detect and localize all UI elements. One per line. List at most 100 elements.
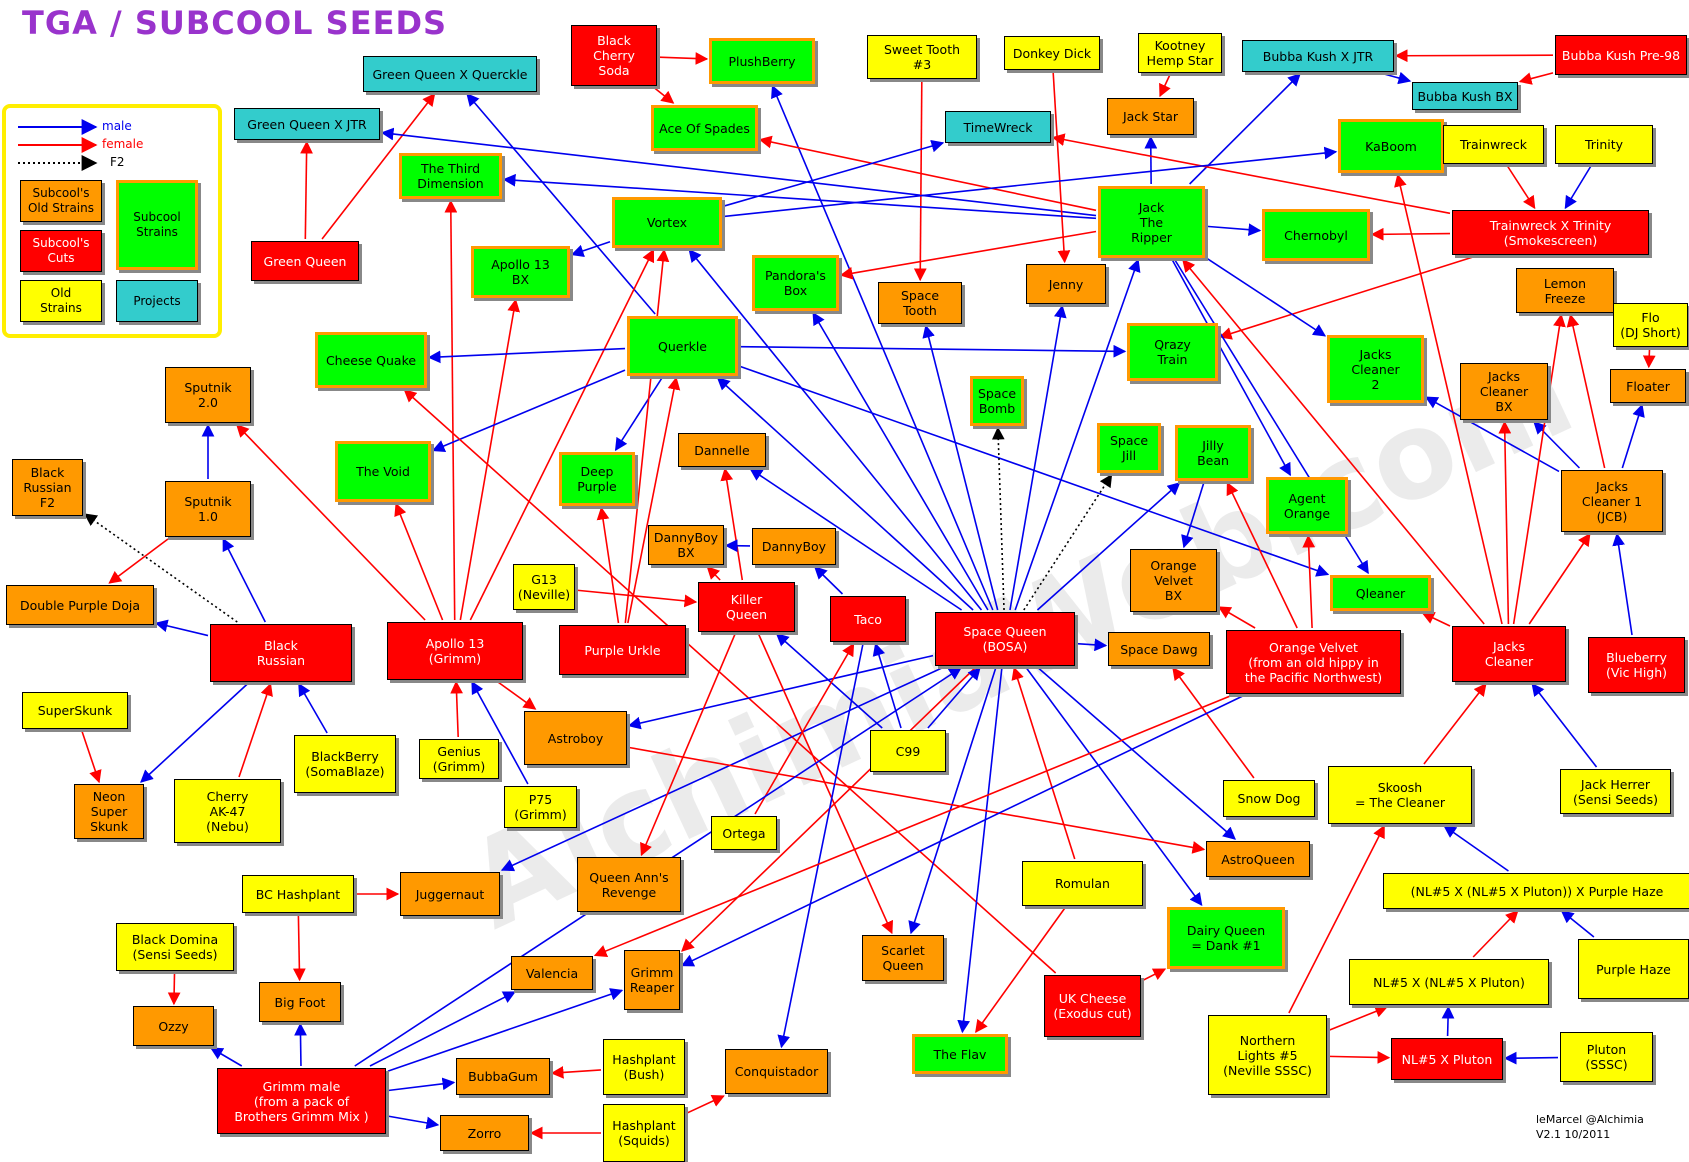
node-bkj: Bubba Kush X JTR <box>1242 40 1394 72</box>
edge-c99-to-sq <box>928 668 980 728</box>
edge-gq-to-gqj <box>305 142 306 239</box>
node-val: Valencia <box>511 956 593 990</box>
edge-br-to-nss <box>141 684 247 782</box>
edge-bkp-to-bkbx <box>1520 73 1553 82</box>
edge-plu-to-nlp <box>1505 1058 1558 1059</box>
edge-sp1-to-dpd <box>109 539 168 583</box>
edge-nlph-to-sk <box>1444 826 1508 871</box>
edge-bcs-to-aos <box>655 88 674 103</box>
edge-flo-to-flt <box>1649 349 1650 367</box>
node-qt: Qrazy Train <box>1127 323 1218 381</box>
node-oz: Ozzy <box>133 1006 214 1046</box>
node-js: Jack Star <box>1107 98 1194 135</box>
edge-que-to-dp <box>616 378 662 450</box>
edge-a13-to-ttd <box>451 201 455 620</box>
node-dpd: Double Purple Doja <box>6 585 154 625</box>
node-c99: C99 <box>870 730 946 772</box>
node-jcbx: Jacks Cleaner BX <box>1460 363 1548 420</box>
node-khs: Kootney Hemp Star <box>1138 33 1222 73</box>
node-que: Querkle <box>627 316 738 376</box>
node-zor: Zorro <box>440 1115 529 1151</box>
node-vor: Vortex <box>612 197 722 248</box>
node-br: Black Russian <box>210 624 352 682</box>
edge-bkj-to-bkbx <box>1384 74 1410 81</box>
node-gen: Genius (Grimm) <box>419 739 499 779</box>
node-sc: Scarlet Queen <box>862 935 944 981</box>
node-trw: Trainwreck <box>1443 125 1544 164</box>
legend-classic-strains-box: Old Strains <box>20 280 102 322</box>
edge-sq-to-stooth <box>926 326 998 610</box>
node-db: DannyBoy <box>752 528 836 565</box>
edge-a13-to-tv <box>396 504 443 620</box>
edge-jh-to-jcl <box>1532 684 1596 767</box>
legend-old-strains-box: Subcool's Old Strains <box>20 180 102 222</box>
node-nlnl: NL#5 X (NL#5 X Pluton) <box>1349 959 1549 1005</box>
node-txt: Trainwreck X Trinity (Smokescreen) <box>1452 210 1649 255</box>
edge-ort-to-taco <box>755 644 854 814</box>
edge-nl5-to-nlp <box>1329 1056 1389 1057</box>
edge-jtr-to-jc2 <box>1207 258 1325 335</box>
edge-st3-to-stooth <box>920 81 922 280</box>
node-sp2: Sputnik 2.0 <box>165 367 251 423</box>
node-ph: Purple Haze <box>1578 939 1689 999</box>
node-ab: Astroboy <box>524 711 627 765</box>
edge-ukc-to-cq <box>405 390 1056 973</box>
node-jb: Jilly Bean <box>1175 425 1251 481</box>
node-nss: Neon Super Skunk <box>74 784 144 839</box>
edge-sq-to-aq <box>1038 668 1235 839</box>
edge-tri-to-txt <box>1565 166 1591 208</box>
node-bf: Big Foot <box>259 982 341 1022</box>
node-gq: Green Queen <box>251 241 359 281</box>
legend-subcool-strains-box: Subcool Strains <box>116 180 198 270</box>
edge-pu-to-que <box>628 378 676 623</box>
node-stooth: Space Tooth <box>878 282 962 324</box>
node-dbbx: DannyBoy BX <box>648 525 724 565</box>
node-che: Chernobyl <box>1262 209 1370 261</box>
edge-br-to-dpd <box>156 623 208 635</box>
edge-ss-to-nss <box>82 731 99 782</box>
edge-jtr-to-che <box>1207 226 1260 230</box>
edge-nl5-to-nlnl <box>1329 1007 1387 1030</box>
edge-ov-to-ao <box>1308 536 1312 628</box>
node-lf: Lemon Freeze <box>1516 268 1614 313</box>
edge-hsq-to-con <box>687 1096 724 1113</box>
page-title: TGA / SUBCOOL SEEDS <box>22 4 447 42</box>
edge-jcl-to-jcbx <box>1505 422 1509 624</box>
edge-gm-to-oz <box>211 1048 242 1066</box>
legend-female-label: female <box>102 137 143 151</box>
edge-vor-to-kab <box>724 152 1336 217</box>
node-bkp: Bubba Kush Pre-98 <box>1555 35 1687 75</box>
edge-gm-to-bf <box>300 1024 301 1066</box>
node-sk: Skoosh = The Cleaner <box>1328 766 1472 824</box>
edge-g13-to-kq <box>577 590 696 602</box>
node-flav: The Flav <box>912 1034 1008 1074</box>
node-ao: Agent Orange <box>1266 477 1348 534</box>
node-hsb: Hashplant (Bush) <box>603 1039 685 1095</box>
edge-dd-to-jen <box>1053 72 1065 262</box>
legend-projects-box: Projects <box>116 280 198 322</box>
node-gm: Grimm male (from a pack of Brothers Grim… <box>217 1068 386 1134</box>
edge-sq-to-jen <box>1010 306 1062 610</box>
node-a13bx: Apollo 13 BX <box>471 246 570 298</box>
edge-que-to-tv <box>433 370 625 450</box>
edge-trw-to-txt <box>1507 166 1534 208</box>
node-taco: Taco <box>830 596 906 642</box>
legend-male-label: male <box>102 119 132 133</box>
node-dan: Dannelle <box>678 433 766 467</box>
node-sb: Space Bomb <box>970 376 1024 426</box>
node-jc2: Jacks Cleaner 2 <box>1327 335 1424 403</box>
edge-pu-to-dp <box>601 508 618 623</box>
node-ov: Orange Velvet (from an old hippy in the … <box>1226 630 1401 694</box>
edge-gm-to-zor <box>388 1116 438 1125</box>
edge-sq-to-grm <box>682 668 975 951</box>
node-sj: Space Jill <box>1097 423 1161 473</box>
edge-sq-to-flav <box>962 668 1001 1032</box>
node-nlph: (NL#5 X (NL#5 X Pluton)) X Purple Haze <box>1383 873 1689 909</box>
node-bkbx: Bubba Kush BX <box>1412 82 1518 110</box>
node-jtr: Jack The Ripper <box>1098 186 1205 258</box>
edge-sk-to-jcl <box>1424 684 1486 764</box>
edge-bcs-to-pb <box>659 57 707 59</box>
edge-nlp-to-nlnl <box>1448 1007 1449 1036</box>
node-qle: Qleaner <box>1330 575 1431 611</box>
edge-sq-to-pbox <box>813 313 988 610</box>
